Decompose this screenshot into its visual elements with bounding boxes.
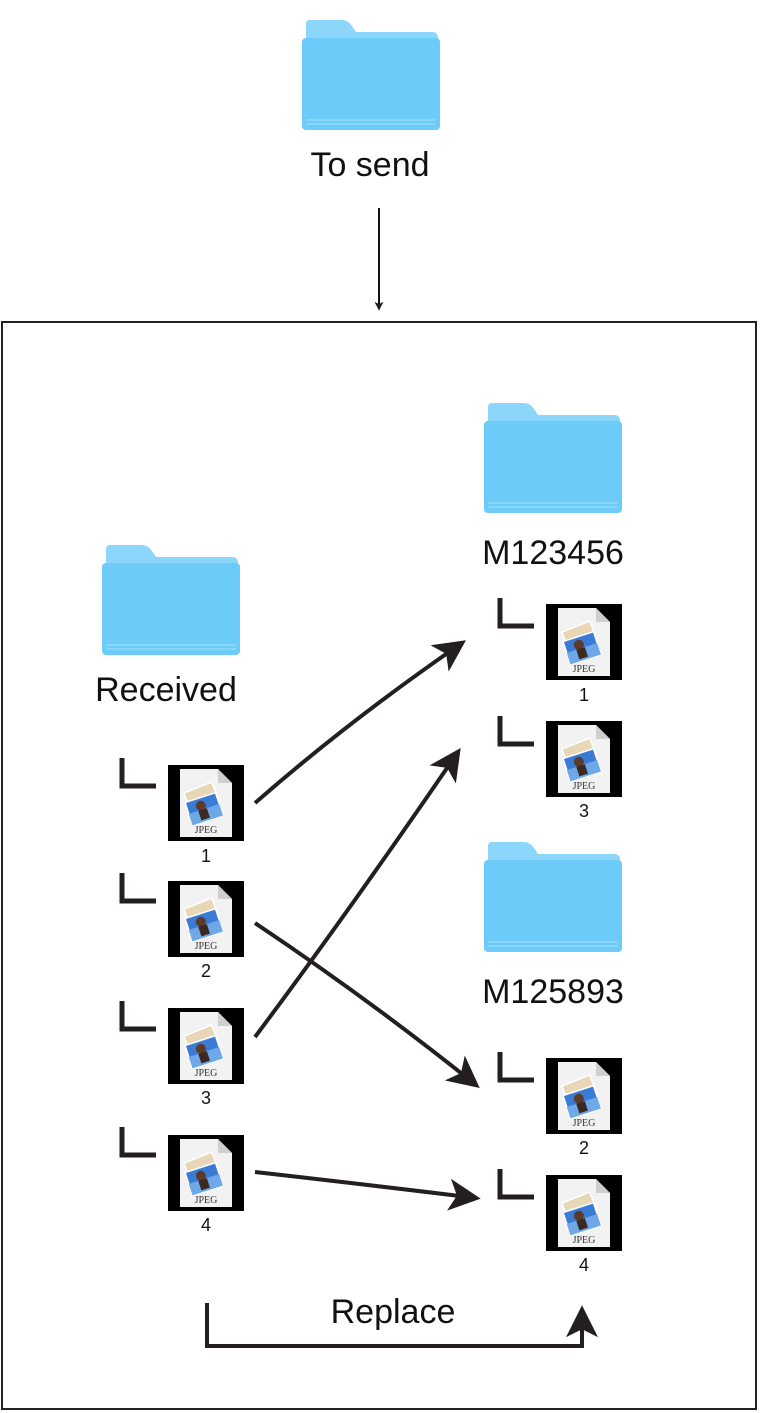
jpeg-file-icon[interactable] bbox=[546, 604, 622, 680]
file-number: 2 bbox=[578, 1138, 589, 1158]
file-number: 4 bbox=[578, 1255, 589, 1275]
received-folder-icon[interactable] bbox=[102, 545, 240, 655]
received-label: Received bbox=[95, 671, 237, 709]
file-number: 3 bbox=[578, 801, 589, 821]
tree-branch-icon bbox=[496, 716, 536, 748]
tree-branch-icon bbox=[496, 1169, 536, 1201]
file-number: 4 bbox=[200, 1215, 211, 1235]
tree-branch-icon bbox=[118, 1001, 158, 1033]
processing-container bbox=[1, 321, 757, 1410]
jpeg-file-icon[interactable] bbox=[546, 1175, 622, 1251]
file-number: 1 bbox=[578, 685, 589, 705]
m125893-folder-icon[interactable] bbox=[484, 842, 622, 952]
jpeg-file-icon[interactable] bbox=[168, 765, 244, 841]
m125893-label: M125893 bbox=[482, 973, 624, 1011]
jpeg-file-icon[interactable] bbox=[168, 881, 244, 957]
to-send-folder-icon[interactable] bbox=[302, 20, 440, 130]
jpeg-file-icon[interactable] bbox=[546, 721, 622, 797]
tree-branch-icon bbox=[118, 1127, 158, 1159]
jpeg-file-icon[interactable] bbox=[168, 1008, 244, 1084]
jpeg-file-icon[interactable] bbox=[168, 1135, 244, 1211]
to-send-label: To send bbox=[310, 146, 430, 184]
replace-label: Replace bbox=[330, 1293, 456, 1331]
tree-branch-icon bbox=[496, 1052, 536, 1084]
jpeg-file-icon[interactable] bbox=[546, 1058, 622, 1134]
m123456-label: M123456 bbox=[482, 534, 624, 572]
file-number: 2 bbox=[200, 961, 211, 981]
file-number: 1 bbox=[200, 846, 211, 866]
file-number: 3 bbox=[200, 1088, 211, 1108]
tree-branch-icon bbox=[118, 873, 158, 905]
m123456-folder-icon[interactable] bbox=[484, 403, 622, 513]
tree-branch-icon bbox=[496, 598, 536, 630]
tree-branch-icon bbox=[118, 758, 158, 790]
